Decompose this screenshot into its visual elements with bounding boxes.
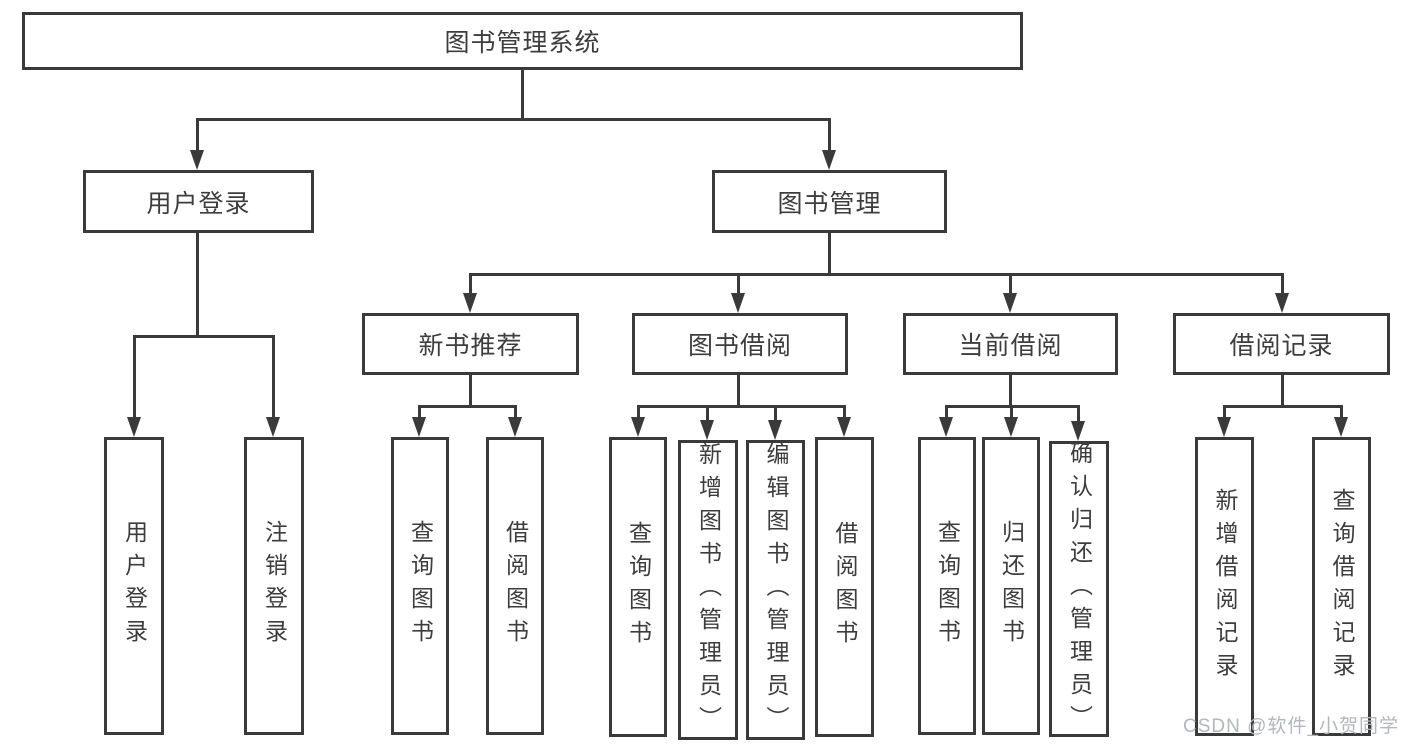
node-user-login-label: 用户登录 <box>146 189 251 218</box>
connector-line <box>828 233 831 273</box>
node-new-book-recommend-label: 新书推荐 <box>418 332 523 360</box>
connector-line <box>272 335 275 421</box>
connector-line <box>843 405 846 421</box>
leaf-edit-book-admin-label: 编辑图书（管理员） <box>763 441 789 739</box>
leaf-query-books-current: 查询图书 <box>918 437 976 735</box>
leaf-add-borrow-record-label: 新增借阅记录 <box>1212 487 1238 686</box>
connector-line <box>1340 405 1343 421</box>
connector-line <box>133 335 136 421</box>
arrow-down-icon <box>822 150 836 170</box>
leaf-borrow-books-recommend-label: 借阅图书 <box>502 520 529 652</box>
connector-line <box>196 118 831 121</box>
connector-line <box>706 405 709 423</box>
node-book-management: 图书管理 <box>712 170 947 233</box>
connector-line <box>418 405 517 408</box>
arrow-down-icon <box>837 417 851 437</box>
connector-line <box>1281 375 1284 405</box>
connector-line <box>521 69 524 118</box>
leaf-query-borrow-record: 查询借阅记录 <box>1312 437 1371 736</box>
connector-line <box>737 375 740 405</box>
leaf-query-books-borrow: 查询图书 <box>609 437 667 737</box>
node-new-book-recommend: 新书推荐 <box>362 313 579 375</box>
connector-line <box>514 405 517 421</box>
node-borrowing-records-label: 借阅记录 <box>1229 332 1334 360</box>
arrow-down-icon <box>463 293 477 313</box>
leaf-query-borrow-record-label: 查询借阅记录 <box>1329 487 1355 686</box>
leaf-query-books-current-label: 查询图书 <box>934 520 961 652</box>
arrow-down-icon <box>1003 293 1017 313</box>
node-root: 图书管理系统 <box>22 12 1023 70</box>
connector-line <box>945 405 948 421</box>
connector-line <box>469 273 1284 276</box>
watermark: CSDN @软件_小贺同学 <box>1183 716 1399 737</box>
leaf-confirm-return-admin-label: 确认归还（管理员） <box>1066 440 1093 738</box>
node-book-borrowing-label: 图书借阅 <box>687 332 792 360</box>
leaf-return-books: 归还图书 <box>982 437 1040 735</box>
leaf-query-books-borrow-label: 查询图书 <box>625 521 652 653</box>
connector-line <box>1223 405 1343 408</box>
node-root-label: 图书管理系统 <box>444 29 601 57</box>
arrow-down-icon <box>266 417 280 437</box>
connector-line <box>1010 405 1013 421</box>
leaf-logout: 注销登录 <box>244 437 304 735</box>
node-current-borrowing-label: 当前借阅 <box>958 332 1063 360</box>
arrow-down-icon <box>939 417 953 437</box>
leaf-query-books-recommend: 查询图书 <box>391 437 449 735</box>
arrow-down-icon <box>1071 421 1085 441</box>
node-borrowing-records: 借阅记录 <box>1173 313 1390 375</box>
leaf-add-book-admin: 新增图书（管理员） <box>678 440 738 740</box>
leaf-query-books-recommend-label: 查询图书 <box>407 520 434 652</box>
connector-line <box>737 273 740 297</box>
connector-line <box>196 118 199 154</box>
connector-line <box>1281 273 1284 297</box>
arrow-down-icon <box>1217 417 1231 437</box>
leaf-edit-book-admin: 编辑图书（管理员） <box>746 440 805 740</box>
connector-line <box>1077 405 1080 424</box>
arrow-down-icon <box>127 417 141 437</box>
leaf-user-login: 用户登录 <box>104 437 164 735</box>
arrow-down-icon <box>768 420 782 440</box>
arrow-down-icon <box>1275 293 1289 313</box>
connector-line <box>774 405 777 423</box>
leaf-return-books-label: 归还图书 <box>998 520 1025 652</box>
leaf-add-book-admin-label: 新增图书（管理员） <box>695 441 722 739</box>
connector-line <box>637 405 640 421</box>
connector-line <box>469 273 472 297</box>
leaf-user-login-label: 用户登录 <box>121 520 148 652</box>
connector-line <box>1009 273 1012 297</box>
connector-line <box>1223 405 1226 421</box>
arrow-down-icon <box>731 293 745 313</box>
arrow-down-icon <box>508 417 522 437</box>
connector-line <box>637 405 846 408</box>
node-book-management-label: 图书管理 <box>777 189 882 218</box>
leaf-confirm-return-admin: 确认归还（管理员） <box>1049 440 1109 738</box>
node-book-borrowing: 图书借阅 <box>632 313 848 375</box>
connector-line <box>469 375 472 405</box>
connector-line <box>196 231 199 335</box>
connector-line <box>133 335 275 338</box>
leaf-borrow-books-recommend: 借阅图书 <box>486 437 544 735</box>
arrow-down-icon <box>700 420 714 440</box>
leaf-borrow-books-borrow-label: 借阅图书 <box>832 521 858 653</box>
leaf-logout-label: 注销登录 <box>261 520 288 652</box>
connector-line <box>828 118 831 154</box>
node-user-login: 用户登录 <box>83 170 314 233</box>
node-current-borrowing: 当前借阅 <box>903 313 1118 375</box>
arrow-down-icon <box>190 150 204 170</box>
connector-line <box>1009 375 1012 405</box>
arrow-down-icon <box>412 417 426 437</box>
arrow-down-icon <box>1004 417 1018 437</box>
leaf-add-borrow-record: 新增借阅记录 <box>1195 437 1254 736</box>
connector-line <box>418 405 421 421</box>
arrow-down-icon <box>1334 417 1348 437</box>
leaf-borrow-books-borrow: 借阅图书 <box>815 437 874 737</box>
arrow-down-icon <box>631 417 645 437</box>
